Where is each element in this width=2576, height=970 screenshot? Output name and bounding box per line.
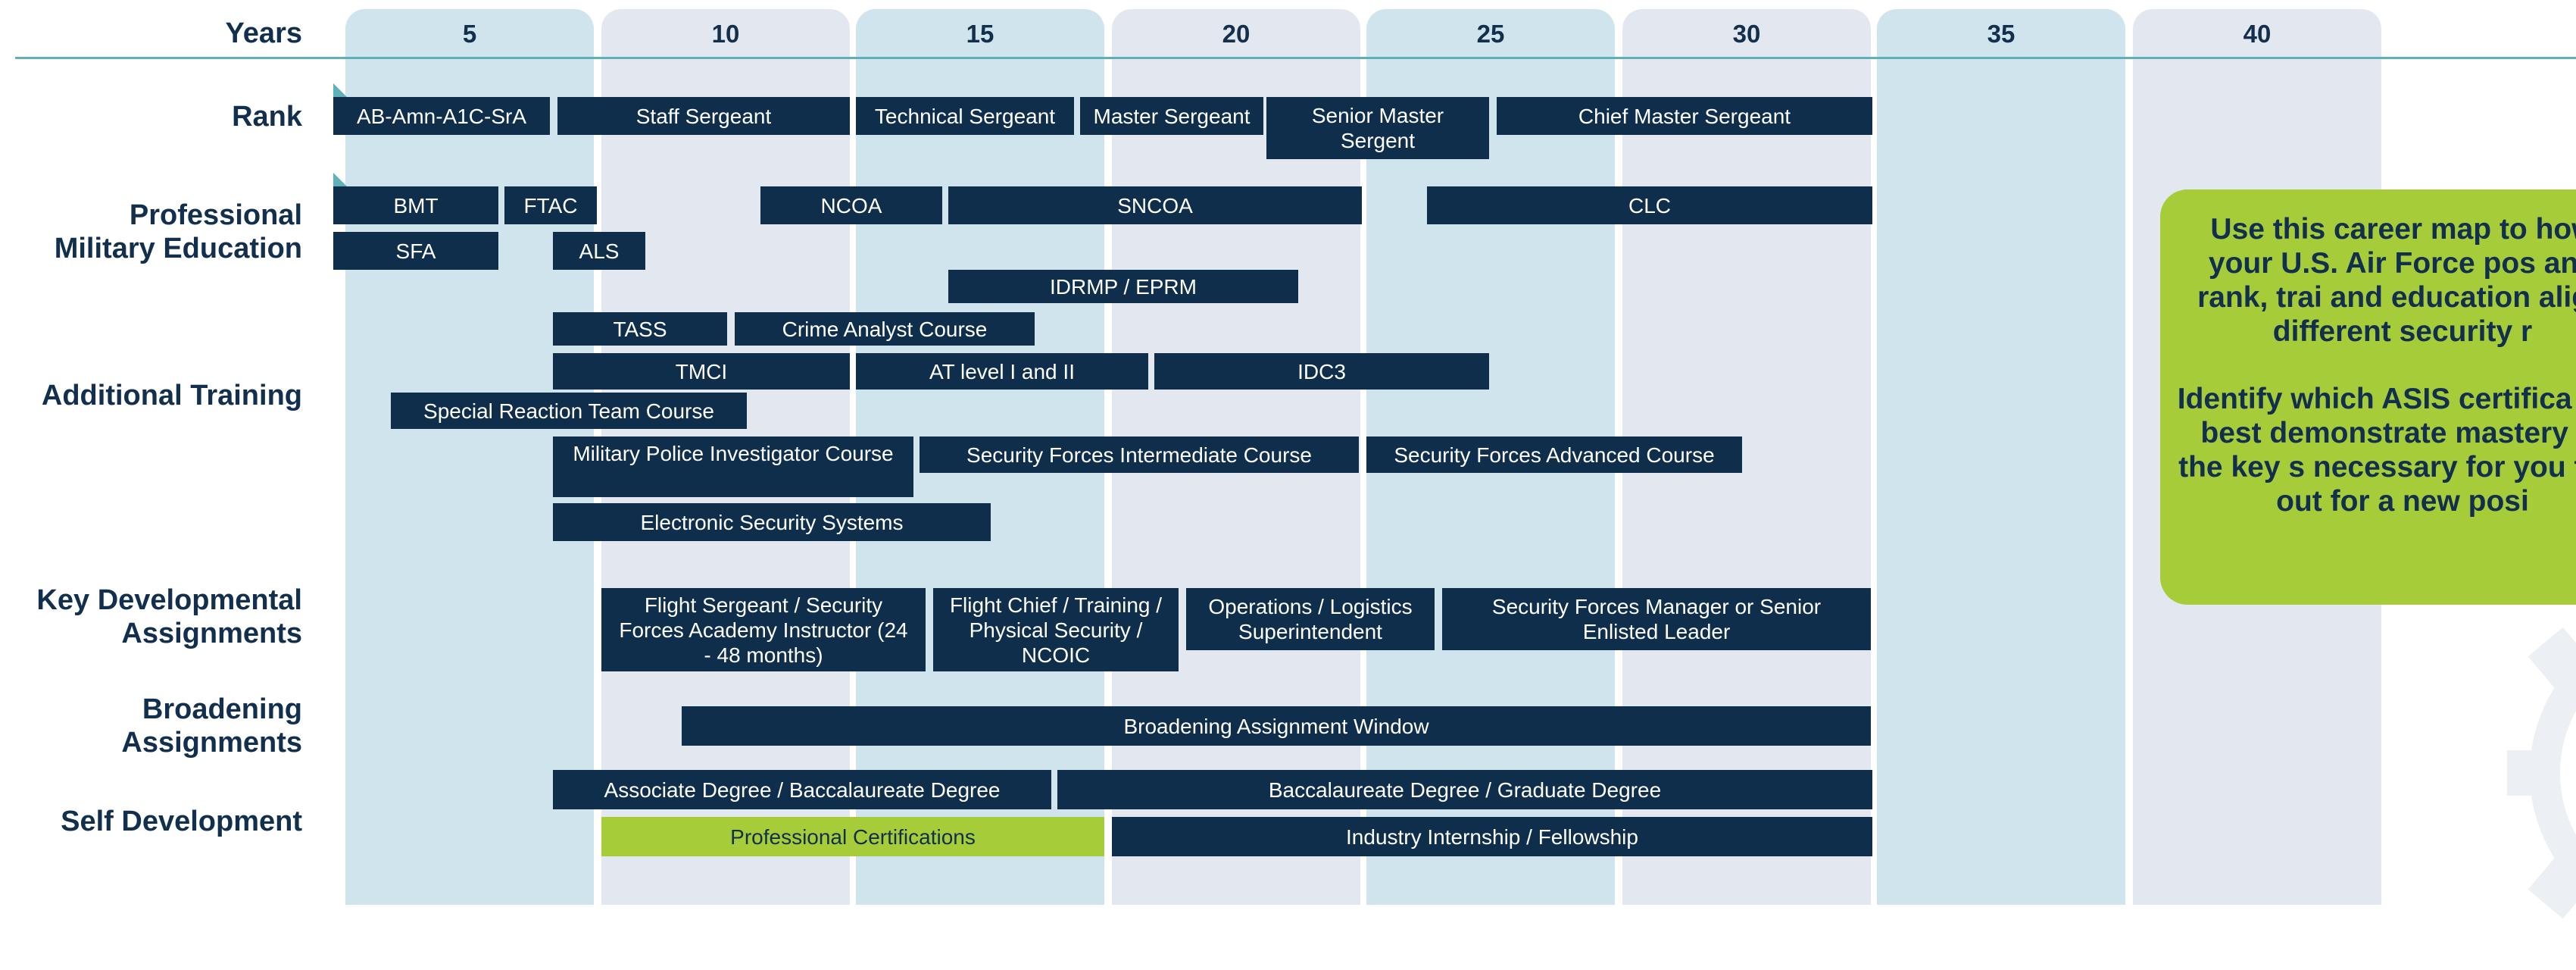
rank-row-marker [333, 83, 347, 97]
training-sfic-bar: Security Forces Intermediate Course [920, 436, 1359, 473]
year-column-35 [1877, 9, 2125, 905]
rank-cmsgt-bar: Chief Master Sergeant [1497, 97, 1872, 135]
year-15: 15 [966, 20, 994, 48]
rank-smsgt-bar: Senior Master Sergent [1266, 97, 1489, 159]
training-sfac-bar: Security Forces Advanced Course [1366, 436, 1742, 473]
header-divider [15, 57, 2576, 59]
info-callout: Use this career map to how your U.S. Air… [2160, 189, 2576, 605]
year-35: 35 [1987, 20, 2016, 48]
pme-idrmp-bar: IDRMP / EPRM [948, 270, 1298, 303]
year-30: 30 [1732, 20, 1761, 48]
assignment-flight-chief-bar: Flight Chief / Training / Physical Secur… [933, 588, 1179, 671]
training-tass-bar: TASS [553, 312, 727, 346]
self-dev-baccalaureate-bar: Baccalaureate Degree / Graduate Degree [1057, 770, 1872, 809]
pme-ftac-bar: FTAC [504, 186, 597, 224]
row-label-assignments-text: Key Developmental Assignments [36, 584, 302, 649]
rank-tsgt-bar: Technical Sergeant [856, 97, 1074, 135]
row-label-pme: Professional Military Education [55, 199, 302, 265]
assignment-sf-manager-bar: Security Forces Manager or Senior Enlist… [1442, 588, 1871, 650]
year-5: 5 [462, 20, 477, 48]
year-40: 40 [2243, 20, 2272, 48]
rank-ssgt-bar: Staff Sergeant [557, 97, 850, 135]
broadening-window-bar: Broadening Assignment Window [682, 706, 1871, 746]
year-column-5 [345, 9, 594, 905]
training-crime-analyst-bar: Crime Analyst Course [735, 312, 1035, 346]
training-at-level-bar: AT level I and II [856, 353, 1148, 390]
pme-sncoa-bar: SNCOA [948, 186, 1362, 224]
year-20: 20 [1222, 20, 1251, 48]
row-label-self-development: Self Development [61, 806, 302, 837]
years-label: Years [225, 17, 302, 49]
assignment-flight-sergeant-bar: Flight Sergeant / Security Forces Academ… [601, 588, 926, 671]
rank-msgt-bar: Master Sergeant [1080, 97, 1263, 135]
row-label-rank: Rank [232, 101, 302, 133]
gear-icon [2507, 627, 2576, 919]
pme-sfa-bar: SFA [333, 232, 498, 270]
training-mpi-bar: Military Police Investigator Course [553, 436, 913, 497]
training-tmci-bar: TMCI [553, 353, 850, 390]
training-idc3-bar: IDC3 [1154, 353, 1489, 390]
row-label-broadening: Broadening Assignments [121, 693, 302, 759]
pme-clc-bar: CLC [1427, 186, 1872, 224]
year-25: 25 [1476, 20, 1505, 48]
pme-als-bar: ALS [553, 232, 645, 270]
training-ess-bar: Electronic Security Systems [553, 503, 991, 541]
pme-row-marker [333, 173, 347, 186]
self-dev-internship-bar: Industry Internship / Fellowship [1112, 817, 1872, 856]
callout-paragraph-2: Identify which ASIS certifica will best … [2177, 383, 2576, 518]
rank-amn-bar: AB-Amn-A1C-SrA [333, 97, 550, 135]
assignment-operations-bar: Operations / Logistics Superintendent [1186, 588, 1435, 650]
year-10: 10 [711, 20, 740, 48]
callout-paragraph-1: Use this career map to how your U.S. Air… [2197, 213, 2576, 348]
pme-bmt-bar: BMT [333, 186, 498, 224]
training-srt-bar: Special Reaction Team Course [391, 393, 747, 429]
row-label-pme-text: Professional Military Education [54, 199, 302, 264]
row-label-broadening-text: Broadening Assignments [121, 693, 302, 759]
self-dev-associate-bar: Associate Degree / Baccalaureate Degree [553, 770, 1051, 809]
self-dev-certifications-bar: Professional Certifications [601, 817, 1104, 856]
row-label-assignments: Key Developmental Assignments [36, 584, 302, 650]
pme-ncoa-bar: NCOA [760, 186, 942, 224]
training-mpi-label: Military Police Investigator Course [573, 442, 894, 465]
row-label-training: Additional Training [41, 380, 302, 411]
